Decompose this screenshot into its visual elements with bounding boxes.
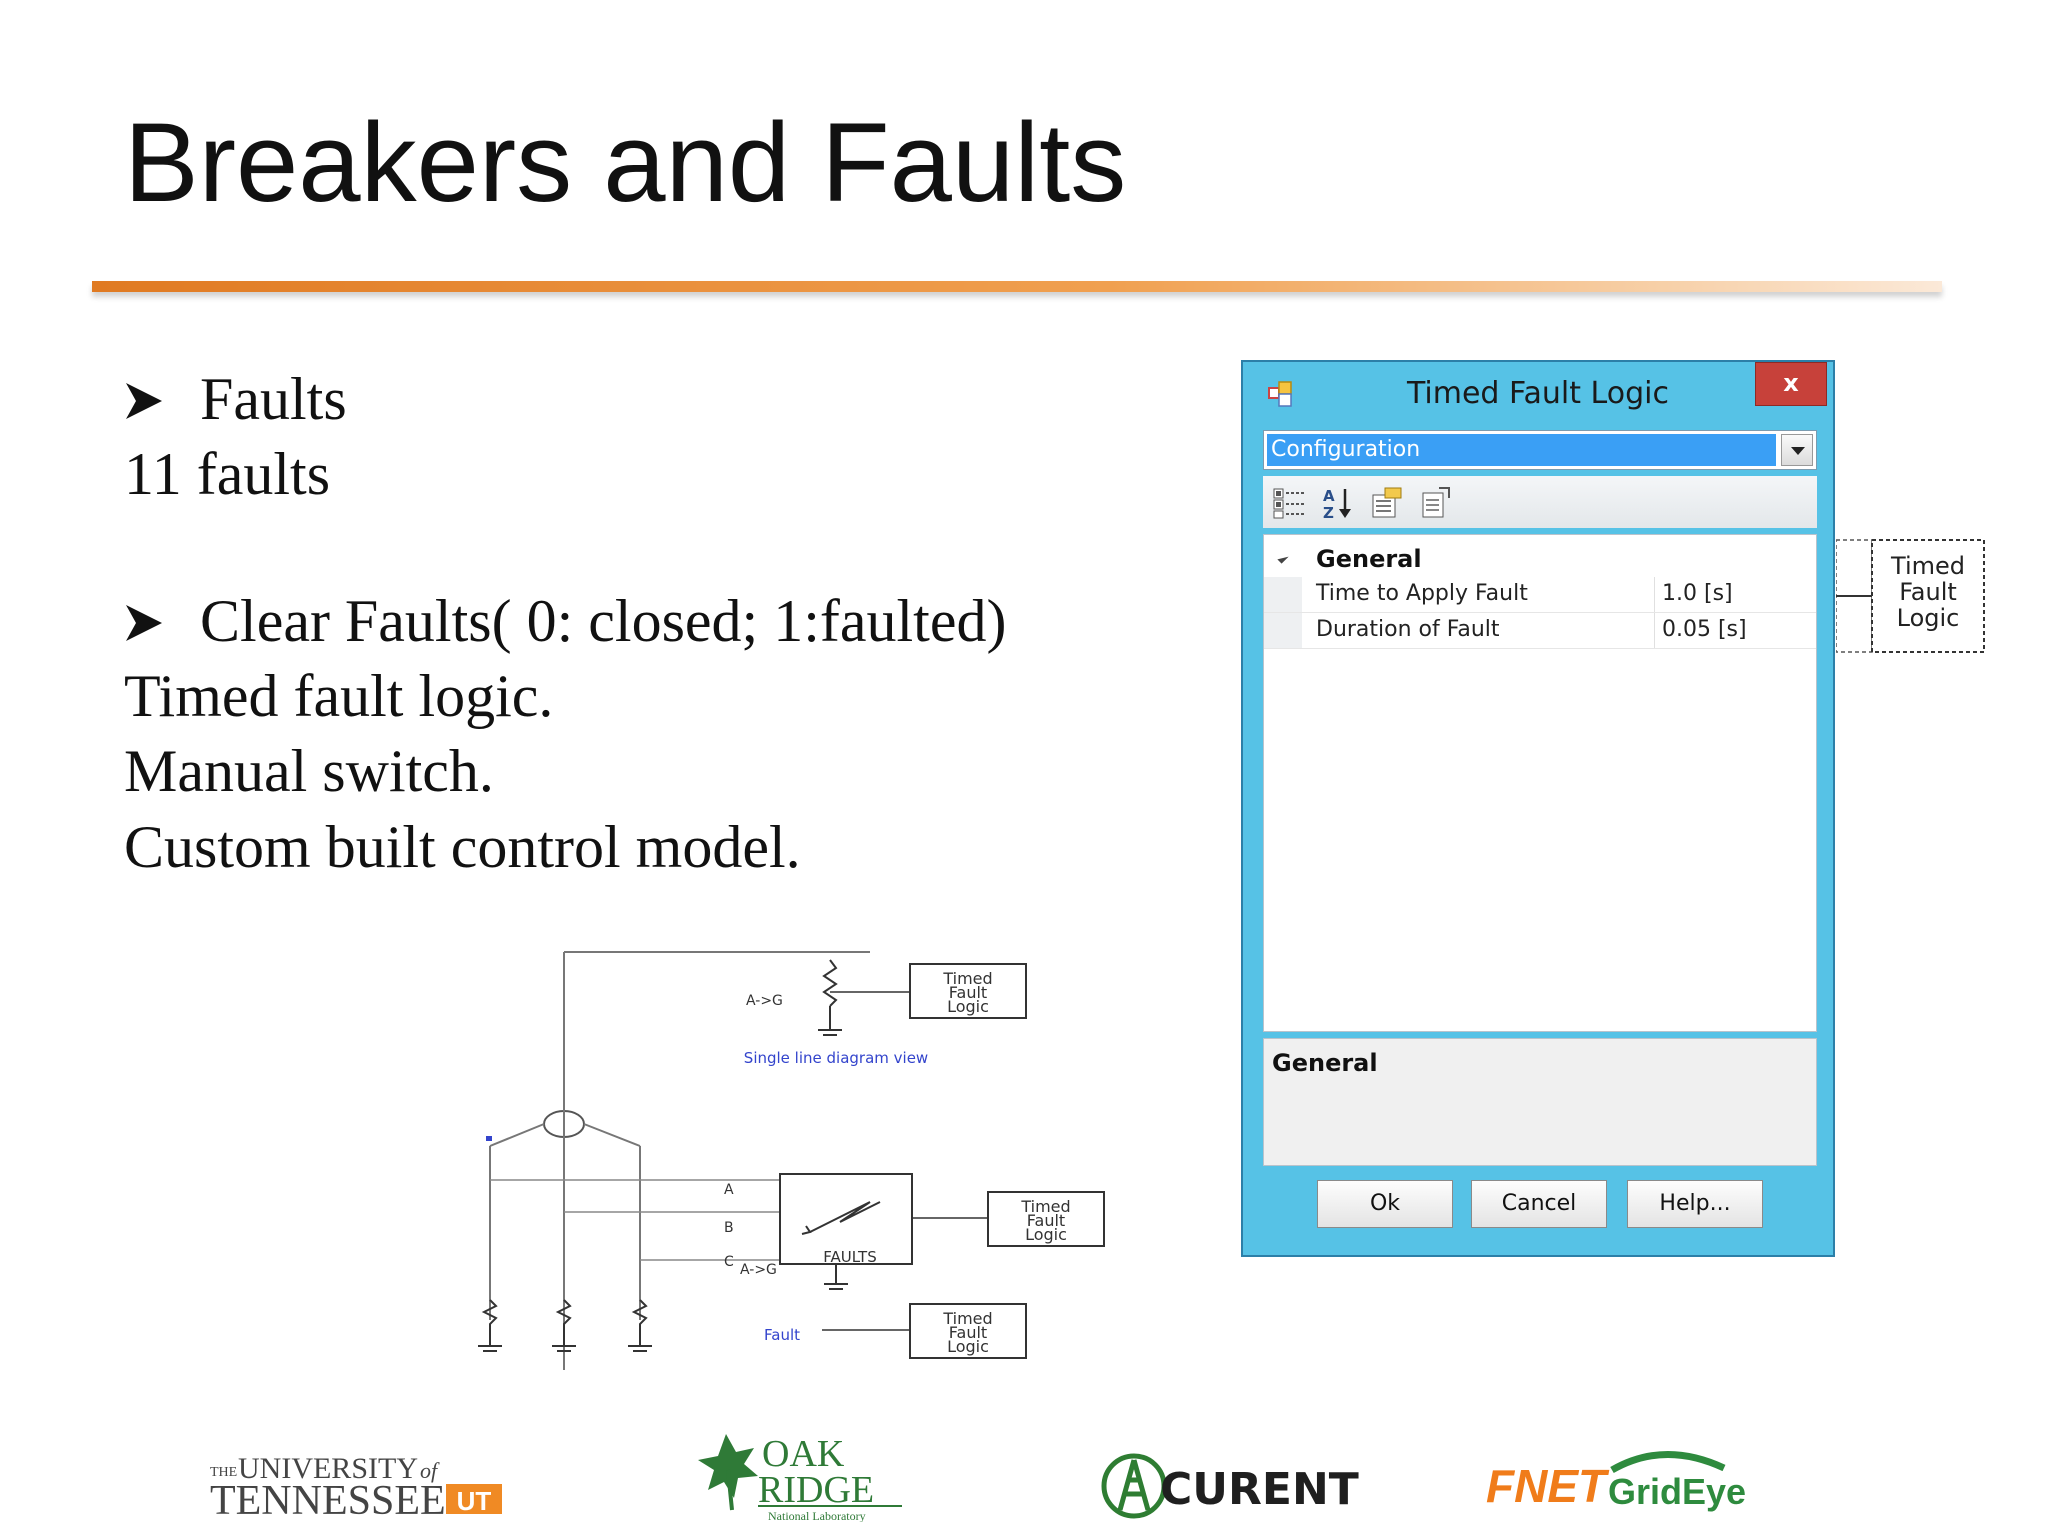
- property-row[interactable]: Duration of Fault 0.05 [s]: [1264, 613, 1816, 649]
- bullet-faults-text: Faults: [200, 366, 347, 432]
- bullet-clear-faults: Clear Faults( 0: closed; 1:faulted): [124, 584, 1006, 659]
- svg-text:Fault: Fault: [949, 983, 987, 1002]
- faults-block-label: FAULTS: [823, 1248, 876, 1266]
- svg-text:RIDGE: RIDGE: [758, 1469, 874, 1511]
- document-icon[interactable]: [1417, 485, 1453, 521]
- arrow-bullet-icon: [124, 584, 200, 659]
- university-of-tennessee-logo: THE UNIVERSITY of TENNESSEE UT: [210, 1448, 510, 1524]
- dialog-titlebar[interactable]: Timed Fault Logic x: [1243, 362, 1833, 430]
- faults-count-line: 11 faults: [124, 441, 331, 507]
- svg-text:National Laboratory: National Laboratory: [768, 1509, 866, 1522]
- svg-text:Z: Z: [1323, 504, 1334, 521]
- property-name: Duration of Fault: [1316, 617, 1500, 642]
- property-pages-icon[interactable]: [1369, 485, 1405, 521]
- property-row[interactable]: Time to Apply Fault 1.0 [s]: [1264, 577, 1816, 613]
- svg-text:of: of: [420, 1458, 440, 1483]
- svg-text:UT: UT: [457, 1486, 492, 1516]
- custom-control-line: Custom built control model.: [124, 814, 801, 880]
- svg-text:Fault: Fault: [949, 1323, 987, 1342]
- svg-text:A: A: [724, 1182, 734, 1198]
- property-name: Time to Apply Fault: [1316, 581, 1528, 606]
- svg-text:Timed: Timed: [1020, 1197, 1070, 1216]
- block-label-line1: Timed: [1890, 552, 1965, 580]
- category-label: General: [1316, 545, 1422, 573]
- property-value[interactable]: 1.0 [s]: [1662, 581, 1733, 606]
- svg-text:OAK: OAK: [762, 1433, 845, 1475]
- svg-text:UNIVERSITY: UNIVERSITY: [238, 1452, 418, 1485]
- slide-title: Breakers and Faults: [124, 100, 1127, 225]
- timed-fault-logic-dialog: Timed Fault Logic x Configuration A Z: [1241, 360, 1835, 1257]
- svg-text:C: C: [724, 1254, 734, 1270]
- chevron-down-icon[interactable]: [1781, 434, 1813, 466]
- collapse-arrow-icon[interactable]: [1277, 552, 1289, 564]
- diagram-caption: Single line diagram view: [744, 1049, 928, 1067]
- property-value[interactable]: 0.05 [s]: [1662, 617, 1747, 642]
- categorized-icon[interactable]: [1271, 485, 1307, 521]
- svg-text:Logic: Logic: [1025, 1225, 1067, 1244]
- bullet-clear-faults-text: Clear Faults( 0: closed; 1:faulted): [200, 588, 1007, 654]
- app-icon: [1268, 381, 1292, 407]
- svg-text:Fault: Fault: [1027, 1211, 1065, 1230]
- svg-text:FNET: FNET: [1486, 1460, 1610, 1512]
- svg-text:B: B: [724, 1220, 734, 1236]
- timed-fault-logic-block: Timed Fault Logic: [1835, 538, 1986, 654]
- dialog-title: Timed Fault Logic: [1407, 376, 1669, 411]
- arrow-bullet-icon: [124, 362, 200, 437]
- svg-text:A: A: [1323, 487, 1335, 505]
- svg-text:TENNESSEE: TENNESSEE: [210, 1478, 446, 1518]
- block-label-line2: Fault: [1899, 578, 1957, 606]
- svg-text:A->G: A->G: [740, 1262, 777, 1278]
- svg-text:Logic: Logic: [947, 997, 989, 1016]
- configuration-select-value: Configuration: [1267, 434, 1776, 466]
- svg-text:Timed: Timed: [942, 969, 992, 988]
- svg-text:THE: THE: [210, 1465, 237, 1480]
- single-line-diagram: A->G Timed Fault Logic Single line diagr…: [440, 940, 1140, 1370]
- fault-label: Fault: [764, 1326, 800, 1344]
- svg-text:Logic: Logic: [947, 1337, 989, 1356]
- description-panel: General: [1263, 1038, 1817, 1166]
- svg-text:CURENT: CURENT: [1160, 1464, 1359, 1515]
- bullet-faults: Faults: [124, 362, 347, 437]
- oak-ridge-logo: OAK RIDGE National Laboratory: [696, 1430, 906, 1527]
- category-general[interactable]: General: [1264, 543, 1816, 577]
- timed-fault-logic-line: Timed fault logic.: [124, 663, 554, 729]
- title-divider: [92, 281, 1942, 292]
- sort-alphabetical-icon[interactable]: A Z: [1321, 485, 1357, 521]
- property-toolbar: A Z: [1263, 476, 1817, 528]
- block-label-line3: Logic: [1897, 604, 1960, 632]
- svg-text:Timed: Timed: [942, 1309, 992, 1328]
- manual-switch-line: Manual switch.: [124, 738, 494, 804]
- curent-logo: CURENT: [1100, 1450, 1380, 1527]
- top-fault-label: A->G: [746, 993, 783, 1009]
- fnet-grideye-logo: FNET GridEye: [1484, 1446, 1754, 1523]
- cancel-button[interactable]: Cancel: [1471, 1180, 1607, 1228]
- ok-button[interactable]: Ok: [1317, 1180, 1453, 1228]
- configuration-select[interactable]: Configuration: [1263, 430, 1817, 470]
- description-title: General: [1272, 1049, 1378, 1077]
- svg-text:GridEye: GridEye: [1608, 1471, 1746, 1512]
- close-button[interactable]: x: [1755, 362, 1827, 406]
- property-grid: General Time to Apply Fault 1.0 [s] Dura…: [1263, 534, 1817, 1032]
- help-button[interactable]: Help...: [1627, 1180, 1763, 1228]
